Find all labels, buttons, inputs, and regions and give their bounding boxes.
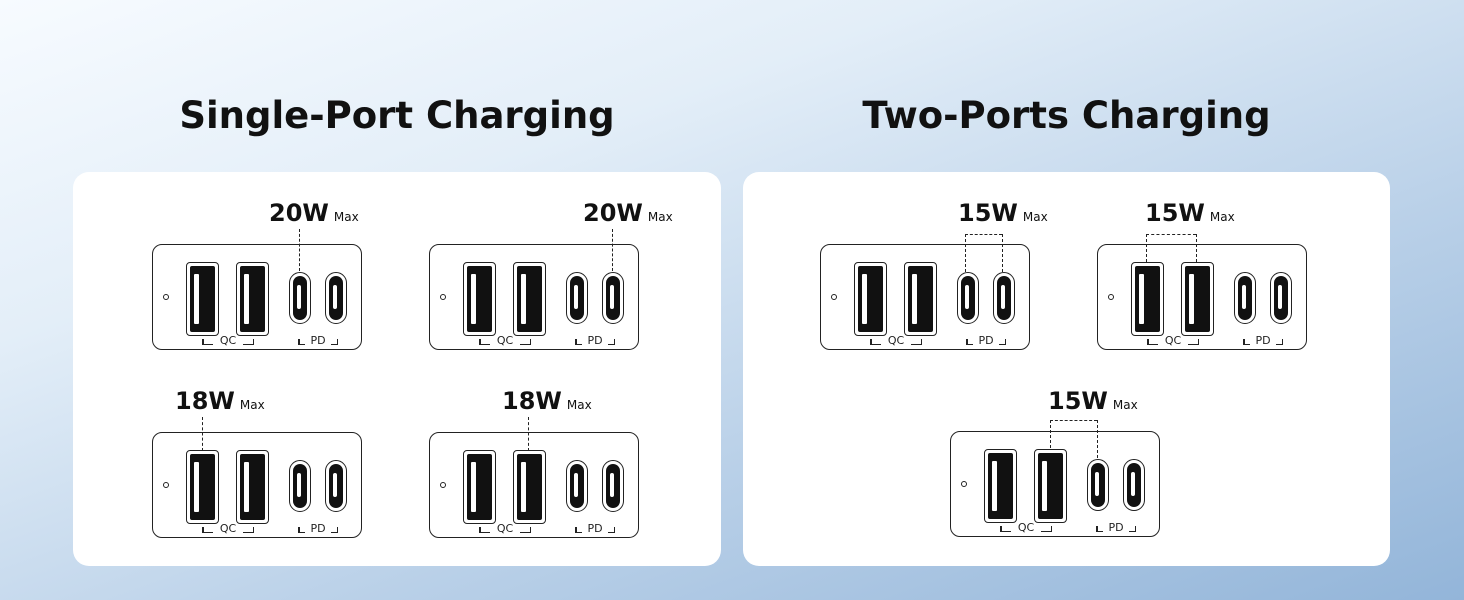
usb-c-port-1 bbox=[566, 272, 588, 324]
usb-a-port-1 bbox=[463, 262, 496, 336]
pd-bracket: PD bbox=[575, 335, 615, 347]
port-indicator-line bbox=[1146, 234, 1147, 262]
qc-label: QC bbox=[219, 522, 237, 535]
usb-a-port-2 bbox=[236, 262, 269, 336]
usb-c-port-2 bbox=[602, 460, 624, 512]
usb-c-port-1 bbox=[566, 460, 588, 512]
qc-bracket: QC bbox=[1147, 335, 1199, 347]
pd-label: PD bbox=[1255, 334, 1271, 347]
charger-diagram: QC PD bbox=[152, 244, 362, 350]
pd-bracket: PD bbox=[966, 335, 1006, 347]
usb-a-port-1 bbox=[854, 262, 887, 336]
port-indicator-line bbox=[1002, 234, 1003, 272]
shared-port-connector bbox=[1146, 234, 1196, 235]
pd-bracket: PD bbox=[1243, 335, 1283, 347]
usb-c-port-2 bbox=[993, 272, 1015, 324]
usb-c-port-1 bbox=[1234, 272, 1256, 324]
shared-port-connector bbox=[1050, 420, 1097, 421]
pd-label: PD bbox=[310, 334, 326, 347]
two-ports-title: Two-Ports Charging bbox=[862, 94, 1271, 137]
usb-c-port-1 bbox=[289, 272, 311, 324]
pd-bracket: PD bbox=[1096, 522, 1136, 534]
pd-bracket: PD bbox=[298, 335, 338, 347]
usb-a-port-2 bbox=[1034, 449, 1067, 523]
qc-label: QC bbox=[1164, 334, 1182, 347]
usb-a-port-2 bbox=[236, 450, 269, 524]
port-indicator-line bbox=[1097, 420, 1098, 458]
charger-diagram: QC PD bbox=[429, 432, 639, 538]
led-indicator bbox=[163, 294, 169, 300]
led-indicator bbox=[1108, 294, 1114, 300]
qc-bracket: QC bbox=[479, 523, 531, 535]
pd-label: PD bbox=[587, 334, 603, 347]
qc-label: QC bbox=[219, 334, 237, 347]
led-indicator bbox=[961, 481, 967, 487]
shared-port-connector bbox=[965, 234, 1002, 235]
port-indicator-line bbox=[528, 417, 529, 451]
usb-c-port-1 bbox=[289, 460, 311, 512]
usb-c-port-2 bbox=[325, 460, 347, 512]
usb-a-port-1 bbox=[1131, 262, 1164, 336]
port-indicator-line bbox=[1050, 420, 1051, 448]
port-indicator-line bbox=[202, 417, 203, 451]
usb-a-port-1 bbox=[984, 449, 1017, 523]
port-indicator-line bbox=[612, 229, 613, 271]
led-indicator bbox=[163, 482, 169, 488]
qc-bracket: QC bbox=[479, 335, 531, 347]
usb-a-port-2 bbox=[513, 450, 546, 524]
qc-bracket: QC bbox=[202, 335, 254, 347]
qc-label: QC bbox=[1017, 521, 1035, 534]
usb-a-port-1 bbox=[186, 262, 219, 336]
single-port-title: Single-Port Charging bbox=[179, 94, 615, 137]
pd-label: PD bbox=[587, 522, 603, 535]
qc-label: QC bbox=[496, 334, 514, 347]
usb-a-port-2 bbox=[1181, 262, 1214, 336]
charger-diagram: QC PD bbox=[820, 244, 1030, 350]
qc-label: QC bbox=[496, 522, 514, 535]
usb-c-port-2 bbox=[602, 272, 624, 324]
charger-diagram: QC PD bbox=[1097, 244, 1307, 350]
pd-label: PD bbox=[978, 334, 994, 347]
qc-bracket: QC bbox=[202, 523, 254, 535]
led-indicator bbox=[831, 294, 837, 300]
led-indicator bbox=[440, 294, 446, 300]
usb-a-port-2 bbox=[904, 262, 937, 336]
port-indicator-line bbox=[299, 229, 300, 271]
led-indicator bbox=[440, 482, 446, 488]
usb-c-port-1 bbox=[1087, 459, 1109, 511]
qc-label: QC bbox=[887, 334, 905, 347]
usb-a-port-2 bbox=[513, 262, 546, 336]
pd-label: PD bbox=[1108, 521, 1124, 534]
pd-bracket: PD bbox=[298, 523, 338, 535]
port-indicator-line bbox=[965, 234, 966, 272]
qc-bracket: QC bbox=[1000, 522, 1052, 534]
usb-a-port-1 bbox=[186, 450, 219, 524]
usb-c-port-2 bbox=[1270, 272, 1292, 324]
usb-a-port-1 bbox=[463, 450, 496, 524]
usb-c-port-2 bbox=[325, 272, 347, 324]
usb-c-port-2 bbox=[1123, 459, 1145, 511]
charger-diagram: QC PD bbox=[429, 244, 639, 350]
pd-label: PD bbox=[310, 522, 326, 535]
pd-bracket: PD bbox=[575, 523, 615, 535]
qc-bracket: QC bbox=[870, 335, 922, 347]
charger-diagram: QC PD bbox=[950, 431, 1160, 537]
port-indicator-line bbox=[1196, 234, 1197, 262]
usb-c-port-1 bbox=[957, 272, 979, 324]
charger-diagram: QC PD bbox=[152, 432, 362, 538]
